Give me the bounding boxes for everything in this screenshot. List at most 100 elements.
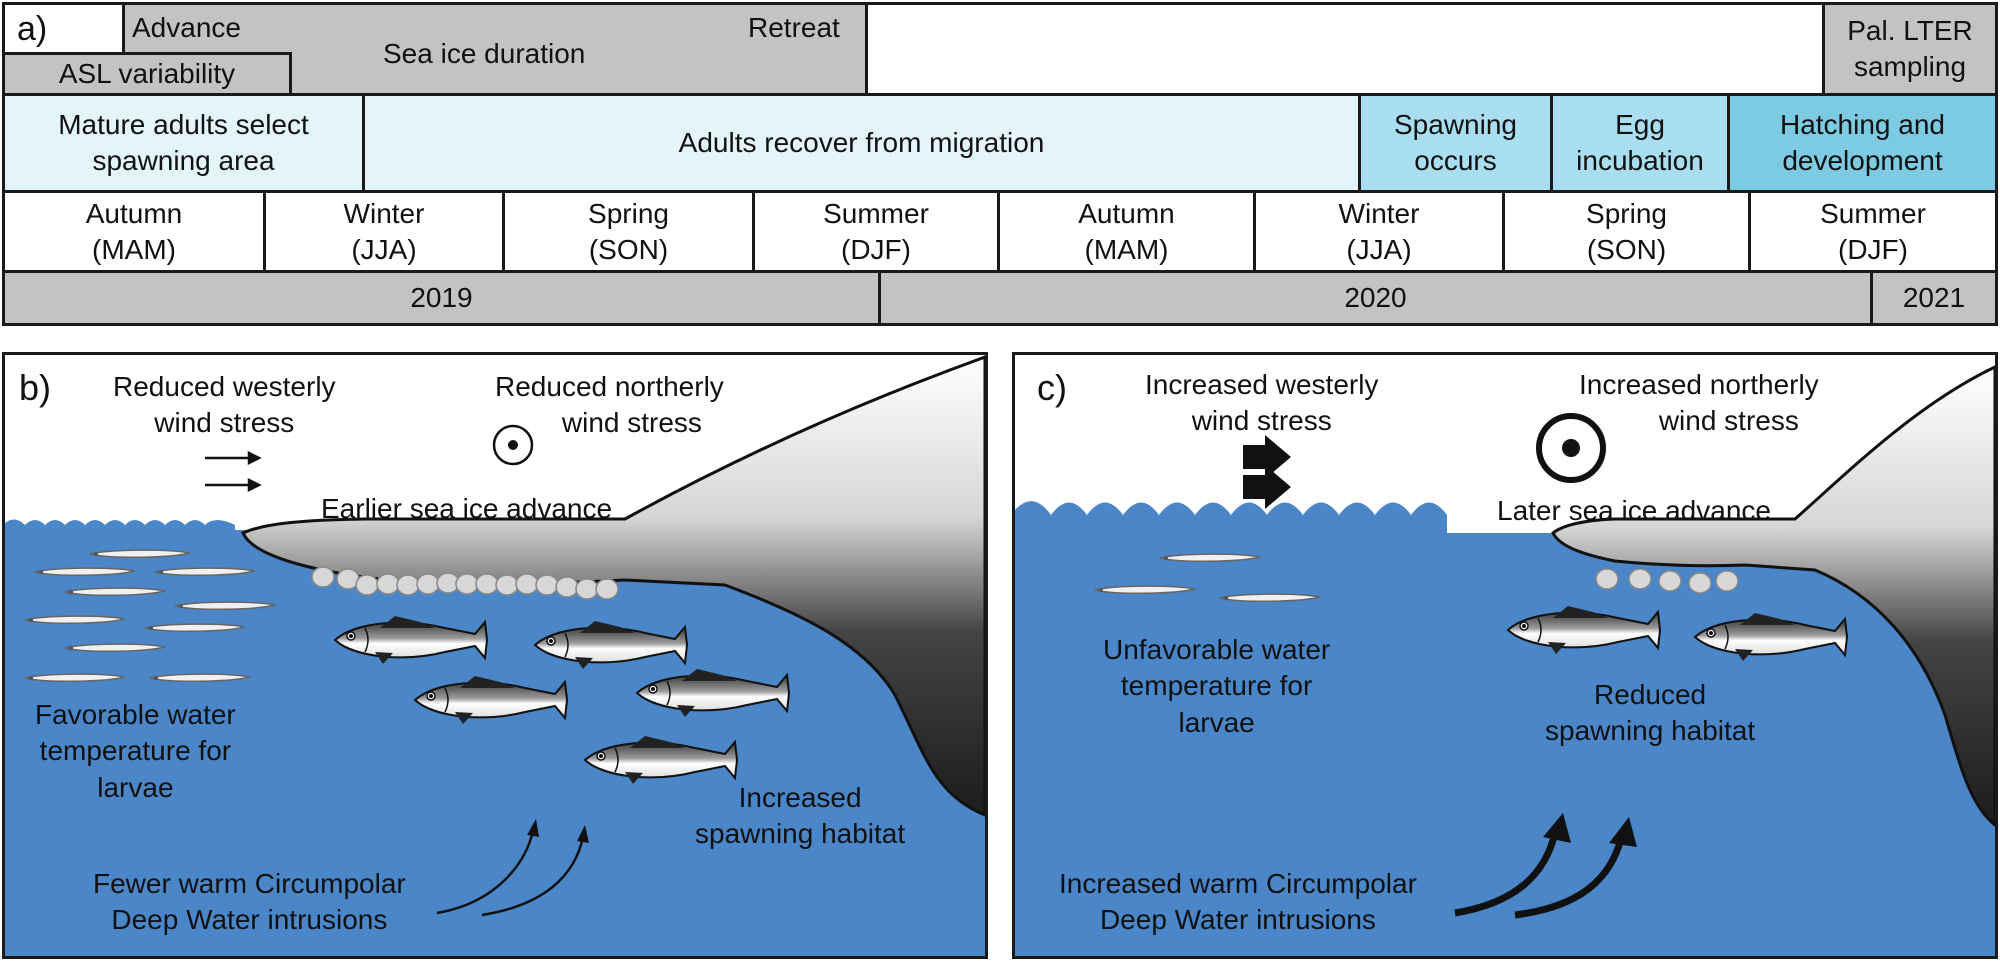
pal-lter-line2: sampling (1853, 51, 1967, 82)
habitat-line1: Increased (738, 782, 862, 813)
northerly-line1: Increased northerly (1579, 369, 1819, 400)
season-months: (SON) (1586, 233, 1667, 265)
curved-arrow-heads (527, 819, 589, 843)
stage-mature-adults-line2: spawning area (92, 145, 275, 176)
sea-ice-land (1551, 365, 1995, 827)
season-cell: Spring (SON) (1502, 190, 1751, 273)
panel-a-blank-area (865, 2, 1825, 96)
pal-lter-line1: Pal. LTER (1847, 15, 1973, 47)
northerly-label: Increased northerly wind stress (1579, 367, 1819, 440)
stage-egg-line2: incubation (1576, 145, 1704, 176)
season-cell: Autumn (MAM) (997, 190, 1256, 273)
season-months: (MAM) (92, 233, 176, 265)
asl-variability-box: ASL variability (2, 52, 292, 96)
stage-spawning-line1: Spawning (1394, 109, 1517, 141)
water-temp-line2: temperature for (1120, 670, 1313, 702)
panel-b-letter: b) (19, 367, 52, 408)
westerly-line2: wind stress (154, 407, 295, 439)
season-name: Winter (343, 197, 425, 229)
stage-adults-recover: Adults recover from migration (362, 93, 1361, 193)
season-name: Summer (823, 197, 929, 229)
egg-cluster (1595, 568, 1739, 594)
season-months: (MAM) (1084, 233, 1169, 265)
westerly-line1: Reduced westerly (113, 371, 336, 402)
westerly-label: Reduced westerly wind stress (113, 369, 336, 442)
habitat-line1: Reduced (1594, 679, 1707, 710)
habitat-label: Increased spawning habitat (695, 780, 905, 853)
season-name: Autumn (85, 197, 183, 229)
stage-hatching: Hatching and development (1727, 93, 1998, 193)
water-temp-line3: larvae (97, 771, 174, 803)
water-temp-line3: larvae (1178, 706, 1255, 738)
season-months: (JJA) (351, 233, 417, 265)
northerly-line1: Reduced northerly (495, 371, 724, 402)
wind-arrow-icon (205, 450, 262, 493)
cdw-line2: Deep Water intrusions (1099, 904, 1376, 936)
water-temp-line1: Favorable water (35, 699, 236, 730)
season-name: Summer (1820, 197, 1926, 229)
curved-arrow-icon (1454, 832, 1625, 919)
season-name: Spring (588, 197, 669, 229)
stage-adults-recover-label: Adults recover from migration (678, 127, 1045, 159)
cdw-line2: Deep Water intrusions (111, 904, 388, 936)
pal-lter-sampling-box: Pal. LTER sampling (1822, 2, 1998, 96)
panel-c-scene (1015, 365, 1995, 956)
sea-ice-duration-label: Sea ice duration (383, 38, 586, 69)
water-temp-label: Unfavorable water temperature for larvae (1103, 632, 1330, 741)
westerly-label: Increased westerly wind stress (1145, 367, 1378, 440)
waves (5, 519, 235, 530)
stage-egg-line1: Egg (1615, 109, 1665, 141)
season-cell: Summer (DJF) (752, 190, 1000, 273)
season-cell: Spring (SON) (502, 190, 755, 273)
westerly-line2: wind stress (1191, 405, 1332, 437)
panel-a-letter-box: a) (2, 2, 126, 55)
season-cell: Winter (JJA) (1253, 190, 1505, 273)
habitat-line2: spawning habitat (695, 818, 906, 850)
sea-ice-advance-label: Earlier sea ice advance (321, 493, 613, 524)
season-months: (DJF) (1838, 233, 1908, 265)
season-cell: Summer (DJF) (1748, 190, 1998, 273)
out-of-page-wind-icon (492, 424, 534, 466)
stage-mature-adults: Mature adults select spawning area (2, 93, 365, 193)
panel-a-letter: a) (17, 10, 48, 49)
cdw-label: Increased warm Circumpolar Deep Water in… (1059, 866, 1417, 939)
year-2019: 2019 (2, 270, 881, 326)
northerly-line2: wind stress (561, 407, 702, 439)
habitat-line2: spawning habitat (1545, 715, 1756, 747)
water-temp-label: Favorable water temperature for larvae (35, 697, 236, 806)
panel-b-scene (5, 355, 985, 956)
sea-ice-retreat-label: Retreat (748, 12, 840, 43)
stage-mature-adults-line1: Mature adults select (58, 109, 309, 141)
waves (1015, 501, 1447, 533)
panel-b: b) Reduced westerly wind stress Reduced … (2, 352, 988, 959)
season-name: Spring (1586, 197, 1667, 229)
cdw-line1: Increased warm Circumpolar (1059, 868, 1417, 899)
ocean (1015, 533, 1995, 956)
water-temp-line2: temperature for (39, 735, 232, 767)
season-months: (JJA) (1346, 233, 1412, 265)
season-months: (SON) (588, 233, 669, 265)
sea-ice-advance-label: Later sea ice advance (1497, 495, 1771, 526)
season-months: (DJF) (841, 233, 911, 265)
panel-c: c) Increased westerly wind stress Increa… (1012, 352, 1998, 959)
season-cell: Winter (JJA) (263, 190, 505, 273)
sea-ice-advance-label: Advance (132, 12, 241, 43)
northerly-label: Reduced northerly wind stress (495, 369, 724, 442)
cdw-label: Fewer warm Circumpolar Deep Water intrus… (93, 866, 406, 939)
asl-variability-label: ASL variability (58, 58, 236, 90)
curved-arrow-heads (1543, 813, 1637, 847)
habitat-label: Reduced spawning habitat (1545, 677, 1755, 750)
year-2021-label: 2021 (1902, 282, 1966, 314)
water-temp-line1: Unfavorable water (1103, 634, 1331, 665)
egg-cluster (311, 566, 619, 600)
northerly-line2: wind stress (1658, 405, 1799, 437)
season-name: Autumn (1078, 197, 1175, 229)
stage-egg-incubation: Egg incubation (1550, 93, 1730, 193)
season-name: Winter (1338, 197, 1420, 229)
year-2020: 2020 (878, 270, 1873, 326)
year-2020-label: 2020 (1344, 282, 1407, 314)
westerly-line1: Increased westerly (1145, 369, 1379, 400)
panel-c-letter: c) (1037, 367, 1067, 408)
cdw-line1: Fewer warm Circumpolar (93, 868, 406, 899)
stage-hatching-line1: Hatching and (1779, 109, 1945, 141)
